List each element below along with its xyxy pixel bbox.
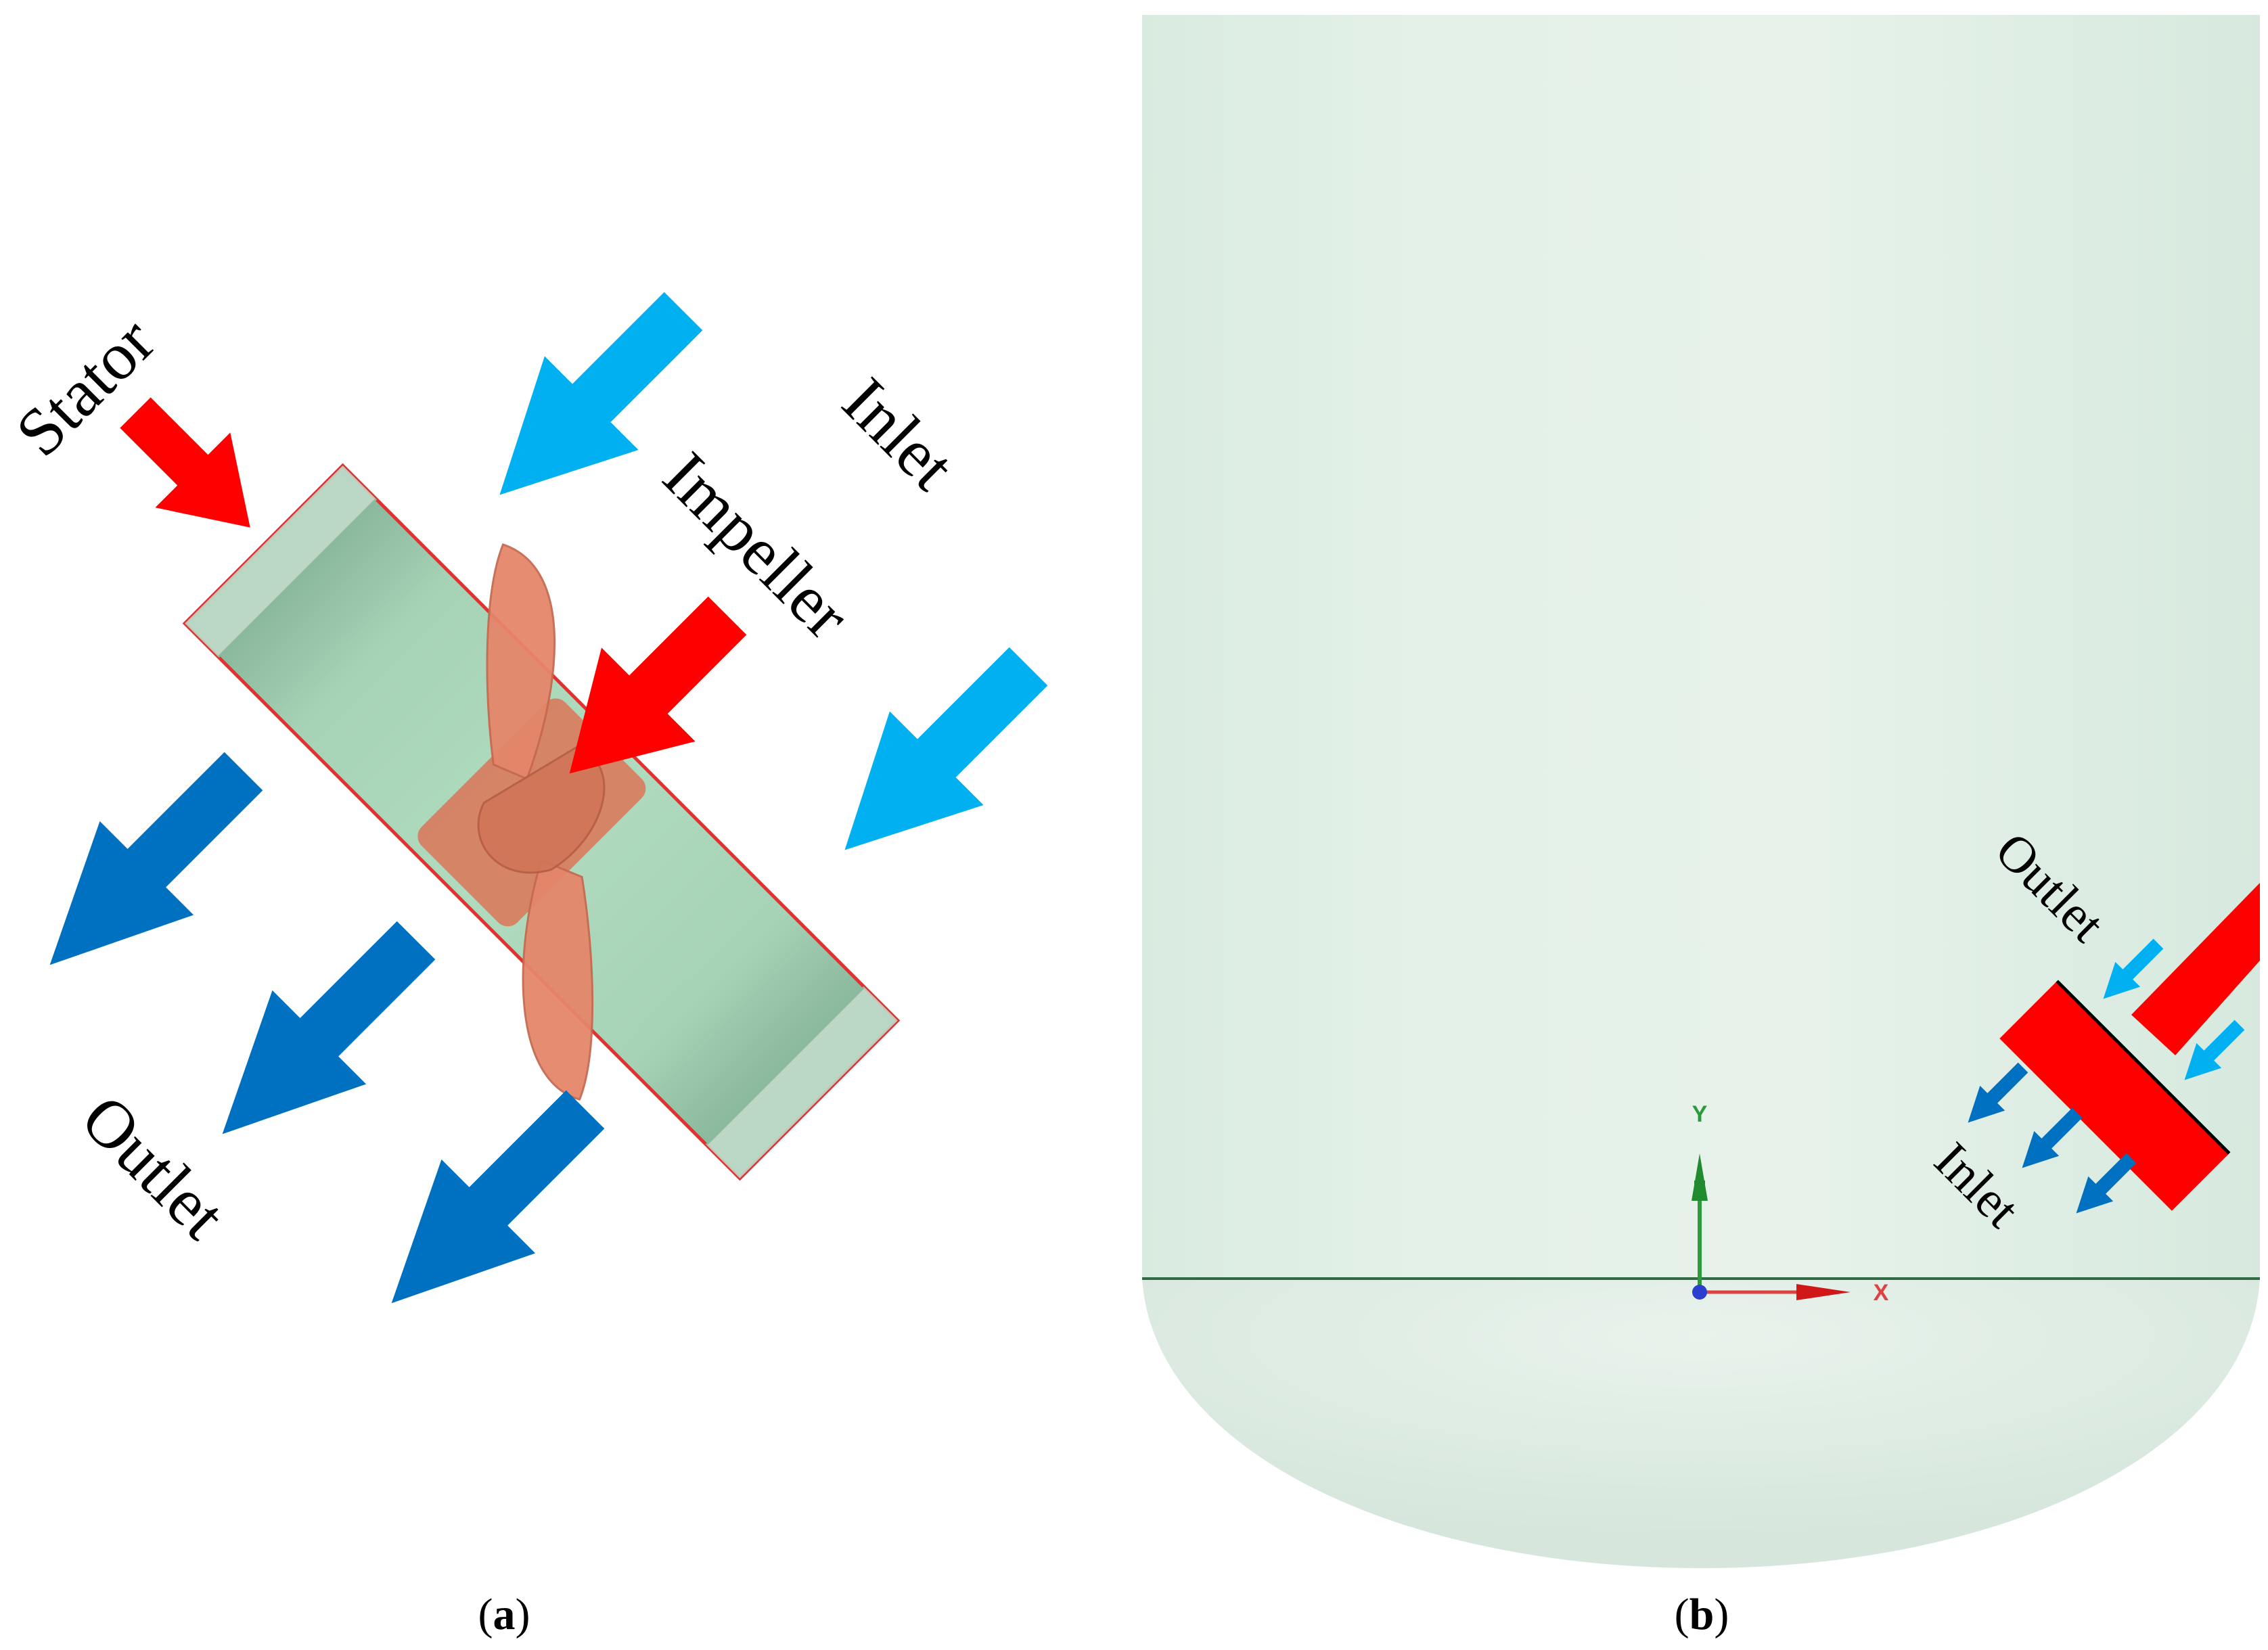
impeller-blade-mid xyxy=(477,744,606,874)
impeller xyxy=(417,543,646,1101)
tank-bottom xyxy=(1142,1279,2260,1568)
outlet-arrow xyxy=(344,1062,633,1350)
domain-box-b xyxy=(1999,981,2229,1211)
impeller-blade-upper xyxy=(486,543,556,781)
impeller-shaft xyxy=(2131,883,2260,1055)
caption-a: (a) xyxy=(478,1590,530,1639)
impeller-assembly-b xyxy=(1999,883,2260,1211)
inlet-label-a: Inlet xyxy=(828,363,969,504)
inlet-arrow xyxy=(798,619,1076,897)
xy-axes-icon: Y X xyxy=(1692,1101,1889,1306)
stator-domain xyxy=(182,463,901,1181)
outlet-label-a: Outlet xyxy=(67,1080,240,1253)
axis-x-label: X xyxy=(1874,1280,1889,1306)
panel-a: Stator Inlet Impeller Outlet (a) xyxy=(1,264,1076,1639)
outlet-arrow xyxy=(3,724,291,1012)
outlet-arrow xyxy=(175,893,463,1181)
impeller-blade-lower xyxy=(522,858,594,1101)
panel-b: Y X Outlet Inlet (b) xyxy=(1142,15,2260,1639)
stator-end-left xyxy=(185,465,377,658)
impeller-label: Impeller xyxy=(649,438,864,653)
stator-pointer-arrow xyxy=(97,375,288,566)
caption-b: (b) xyxy=(1675,1590,1729,1639)
axis-y-label: Y xyxy=(1692,1101,1708,1127)
stator-end-right xyxy=(706,986,898,1178)
tank-body xyxy=(1142,15,2260,1279)
